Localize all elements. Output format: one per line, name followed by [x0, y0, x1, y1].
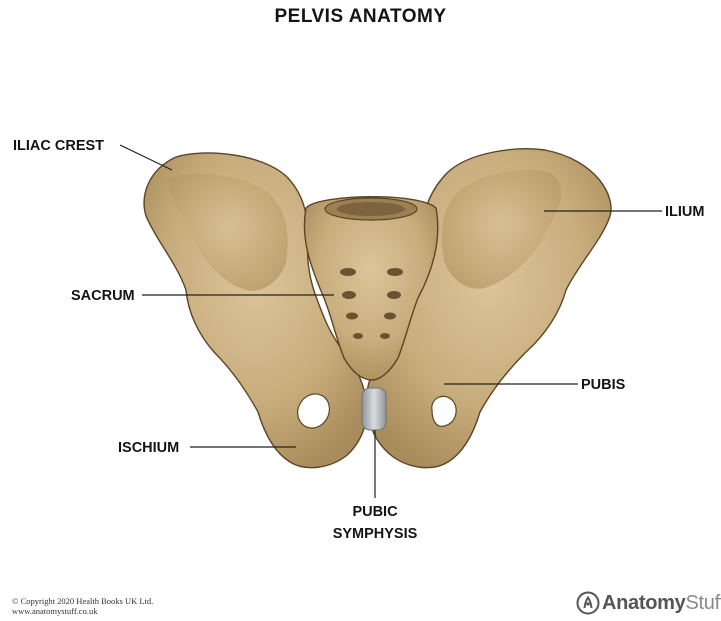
label-iliac-crest: ILIAC CREST	[13, 138, 104, 154]
label-sacrum: SACRUM	[71, 288, 135, 304]
anatomystuff-logo-icon	[576, 591, 600, 615]
brand-part-anatomy: Anatomy	[602, 592, 685, 614]
website-line: www.anatomystuff.co.uk	[12, 606, 153, 616]
leader-line-iliac-crest	[120, 145, 172, 170]
brand-part-stuff: Stuff	[685, 592, 721, 614]
label-pubic-symphysis-line2: SYMPHYSIS	[333, 526, 418, 542]
label-ilium: ILIUM	[665, 204, 704, 220]
label-pubic-symphysis-line1: PUBIC	[352, 504, 398, 520]
copyright-notice: © Copyright 2020 Health Books UK Ltd. ww…	[12, 596, 153, 616]
brand-wordmark: AnatomyStuff	[602, 592, 721, 615]
pubic-symphysis-cartilage	[362, 388, 386, 430]
label-pubis: PUBIS	[581, 377, 626, 393]
brand-logo: AnatomyStuff	[576, 587, 721, 619]
label-ischium: ISCHIUM	[118, 440, 179, 456]
copyright-line: © Copyright 2020 Health Books UK Ltd.	[12, 596, 153, 606]
